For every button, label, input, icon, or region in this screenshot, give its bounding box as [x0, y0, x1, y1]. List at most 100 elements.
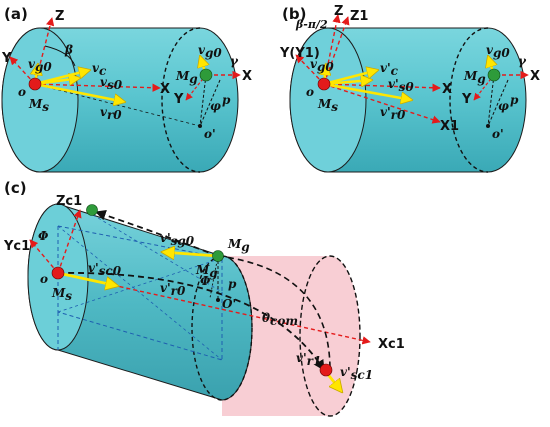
panel-c-vsg0-label: v'sg0	[160, 231, 195, 248]
panel-c-mg-mid-ball	[212, 250, 224, 262]
panel-c-yc1-label: Yc1	[3, 239, 30, 254]
panel-b-vs0-arrow	[323, 80, 372, 84]
panel-a-oprime-dot	[198, 124, 202, 128]
panel-c-diag-1	[57, 225, 223, 361]
panel-a-y-small-label: Y	[173, 92, 184, 107]
panel-c-trajectory-main	[57, 272, 325, 371]
panel-b-x-axis	[323, 83, 441, 92]
panel-b-vc-label: v'c	[380, 61, 399, 78]
panel-c-diag-2	[87, 211, 223, 293]
panel-b: (b) β-π/2 Z Z1 Y(Y1) X X1 X Y γ φ p o o'…	[279, 4, 540, 173]
panel-b-vr0-label: v'r0	[380, 105, 406, 122]
panel-a: (a) Z Y X X Y β γ φ p o o' Ms Mg vg0 vg0…	[1, 5, 252, 173]
panel-c-vsc0-arrow	[57, 271, 118, 286]
panel-c-vr1-label: v'r1	[296, 351, 321, 368]
panel-b-mg-label: Mg	[463, 69, 486, 86]
panel-c-ms-ball	[51, 266, 65, 280]
panel-a-cylinder-front-face	[1, 27, 79, 173]
panel-a-tag: (a)	[4, 5, 28, 23]
panel-a-o: o	[18, 85, 26, 99]
panel-a-mg-label: Mg	[175, 69, 198, 86]
panel-a-y-axis	[9, 56, 36, 85]
panel-b-p: p	[510, 93, 519, 107]
panel-b-cylinder-back-rim	[449, 27, 489, 173]
panel-a-vc-arrow	[34, 70, 90, 86]
panel-b-cylinder-front-face	[289, 27, 367, 173]
panel-c-oprime: O'	[222, 297, 236, 311]
panel-b-z1-axis	[323, 16, 350, 85]
panel-b-z-axis	[323, 14, 341, 85]
panel-a-vc-label: vc	[92, 61, 107, 78]
panel-b-x-label: X	[442, 82, 452, 97]
panel-a-ms-ball	[28, 77, 42, 91]
panel-a-x-label: X	[160, 82, 170, 97]
panel-b-z1-label: Z1	[350, 9, 368, 24]
panel-c-tag: (c)	[4, 179, 27, 197]
panel-b-vs0-label: v's0	[388, 77, 414, 94]
panel-b-ms-ball	[317, 77, 331, 91]
panel-b-z-label: Z	[334, 4, 343, 19]
panel-b-o: o	[306, 85, 314, 99]
panel-c-vr0-label: v'r0	[160, 281, 186, 298]
panel-c-yc1-axis	[29, 239, 59, 274]
panel-a-gamma: γ	[230, 54, 239, 68]
panel-a-cylinder-back-rim	[161, 27, 201, 173]
panel-c-vsc1-label: v'sc1	[340, 365, 373, 382]
panel-c-trajectory-outer	[217, 255, 331, 371]
panel-c-cylinder-back-rim	[191, 255, 253, 401]
panel-b-mg-ball	[487, 68, 501, 82]
panel-c-vsc0-label: v'sc0	[88, 261, 122, 278]
panel-c-zc1-label: Zc1	[56, 194, 82, 209]
panel-c-phi-upper: Φ	[38, 229, 49, 243]
panel-c-end-ball	[319, 363, 333, 377]
panel-b-vc-arrow	[323, 70, 378, 86]
panel-c-trail-ellipse	[299, 255, 361, 417]
panel-b-tag: (b)	[282, 5, 306, 23]
panel-a-mg-ball	[199, 68, 213, 82]
panel-a-vs0-label: vs0	[100, 75, 123, 92]
panel-b-vg0-label: vg0	[310, 57, 334, 74]
panel-b-x1-label: X1	[440, 119, 459, 134]
panel-a-vr0-arrow	[34, 82, 125, 102]
panel-a-vg0-label: vg0	[28, 57, 52, 74]
panel-c-diag-3	[57, 257, 223, 313]
panel-c-ms-label: Ms	[51, 286, 72, 303]
panel-a-x-right-label: X	[242, 69, 252, 84]
panel-b-phi: φ	[498, 99, 509, 113]
panel-c-p-line	[209, 255, 219, 299]
panel-c-mg-top-label: Mg	[227, 237, 250, 254]
panel-a-y-label: Y	[1, 51, 12, 66]
panel-a-mg-oprime	[199, 74, 207, 127]
panel-a-p: p	[222, 93, 231, 107]
panel-c-o: o	[40, 272, 48, 286]
panel-a-vr0-label: vr0	[100, 105, 122, 122]
panel-b-x1-axis	[323, 83, 441, 124]
panel-a-z-axis	[34, 17, 55, 85]
panel-c-mg-mid-label: Mg	[195, 263, 218, 280]
panel-a-oprime: o'	[204, 127, 216, 141]
panel-a-beta: β	[64, 43, 73, 57]
panel-b-gamma: γ	[518, 54, 527, 68]
panel-a-beta-arc	[44, 45, 76, 67]
panel-b-beta-pi: β-π/2	[295, 18, 328, 31]
panel-a-phi: φ	[210, 99, 221, 113]
panel-b-p-line	[487, 79, 509, 127]
panel-b-y-label: Y(Y1)	[279, 46, 320, 61]
panel-b-y-small-label: Y	[461, 92, 472, 107]
panel-c-theta: θcom	[262, 311, 298, 328]
panel-b-oprime: o'	[492, 127, 504, 141]
panel-c-trajectory-top	[94, 209, 219, 257]
panel-c-vsg0-arrow	[162, 252, 219, 256]
panel-c-mg-top-ball	[86, 204, 98, 216]
panel-c: (c) Zc1 Yc1 Xc1 Φ Φ p o O' θcom Ms Mg Mg…	[3, 179, 405, 417]
panel-b-ms-label: Ms	[317, 97, 338, 114]
panel-a-ms-label: Ms	[28, 97, 49, 114]
panel-b-x-right-label: X	[530, 69, 540, 84]
panel-b-mg-oprime	[487, 74, 495, 127]
panel-c-phi-mid: Φ	[200, 274, 211, 288]
panel-c-p: p	[228, 277, 237, 291]
panel-a-p-line	[199, 79, 221, 127]
panel-a-vg0-right-label: vg0	[198, 43, 222, 60]
panel-b-vg0-right-label: vg0	[486, 43, 510, 60]
